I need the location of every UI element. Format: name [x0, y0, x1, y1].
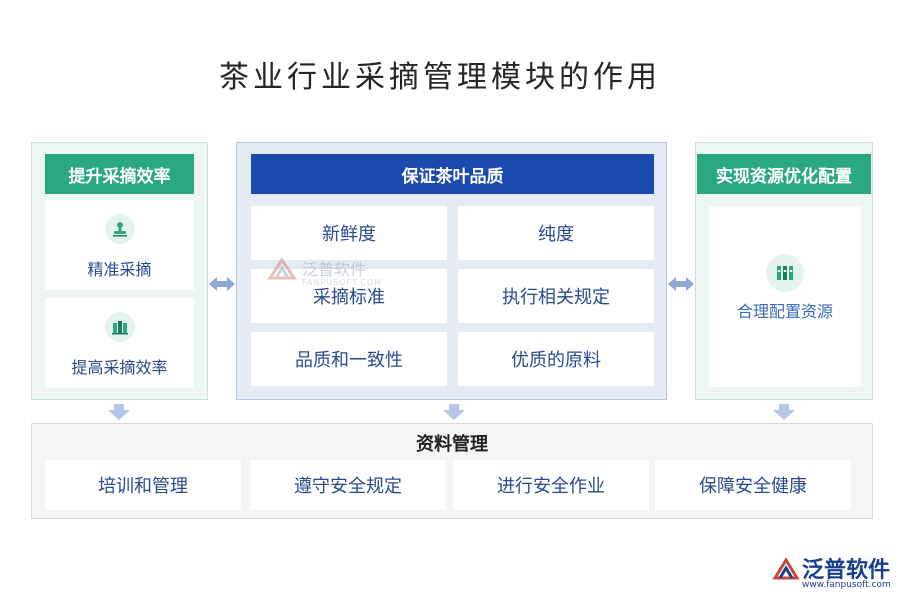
- brand-url: www.fanpusoft.com: [802, 580, 891, 590]
- left-card-precise-picking: 精准采摘: [45, 200, 194, 290]
- left-card-improve-efficiency: 提高采摘效率: [45, 298, 194, 388]
- right-card-allocate-resources: 合理配置资源: [709, 206, 861, 387]
- down-arrow-icon: [443, 404, 465, 420]
- bottom-cell: 遵守安全规定: [250, 460, 446, 510]
- brand-logo-icon: [772, 557, 800, 580]
- right-card-label: 合理配置资源: [736, 302, 833, 321]
- center-cell: 采摘标准: [251, 269, 447, 323]
- left-card-label: 精准采摘: [87, 260, 152, 279]
- center-cell: 品质和一致性: [251, 332, 447, 386]
- binders-icon: [766, 254, 804, 292]
- bottom-panel-header: 资料管理: [416, 434, 488, 455]
- center-panel: 保证茶叶品质 新鲜度 纯度 采摘标准 执行相关规定 品质和一致性 优质的原料: [236, 142, 667, 400]
- brand-logo: 泛普软件 www.fanpusoft.com: [772, 552, 894, 596]
- bottom-cell: 进行安全作业: [453, 460, 649, 510]
- bottom-cell: 培训和管理: [45, 460, 241, 510]
- double-arrow-icon: [668, 277, 694, 291]
- brand-name: 泛普软件: [802, 558, 891, 583]
- stamp-icon: [104, 214, 135, 244]
- watermark-logo-icon: [267, 257, 297, 280]
- right-panel-header: 实现资源优化配置: [697, 154, 871, 194]
- center-cell: 新鲜度: [251, 206, 447, 260]
- double-arrow-icon: [209, 277, 235, 291]
- center-cell: 优质的原料: [458, 332, 654, 386]
- watermark: 泛普软件 FANPUSOFT.COM: [266, 250, 396, 294]
- watermark-text: 泛普软件: [302, 260, 367, 279]
- down-arrow-icon: [773, 404, 795, 420]
- left-card-label: 提高采摘效率: [71, 358, 168, 377]
- down-arrow-icon: [108, 404, 130, 420]
- center-panel-header: 保证茶叶品质: [251, 154, 654, 194]
- center-cell: 纯度: [458, 206, 654, 260]
- right-panel: 实现资源优化配置 合理配置资源: [695, 142, 873, 400]
- bottom-panel: 资料管理 培训和管理 遵守安全规定 进行安全作业 保障安全健康: [31, 423, 873, 519]
- center-cell: 执行相关规定: [458, 269, 654, 323]
- books-icon: [104, 312, 135, 342]
- left-panel-header: 提升采摘效率: [45, 154, 194, 194]
- watermark-sub: FANPUSOFT.COM: [302, 278, 383, 287]
- diagram-title: 茶业行业采摘管理模块的作用: [219, 60, 661, 95]
- bottom-cell: 保障安全健康: [655, 460, 851, 510]
- left-panel: 提升采摘效率 精准采摘 提高采摘效率: [31, 142, 208, 400]
